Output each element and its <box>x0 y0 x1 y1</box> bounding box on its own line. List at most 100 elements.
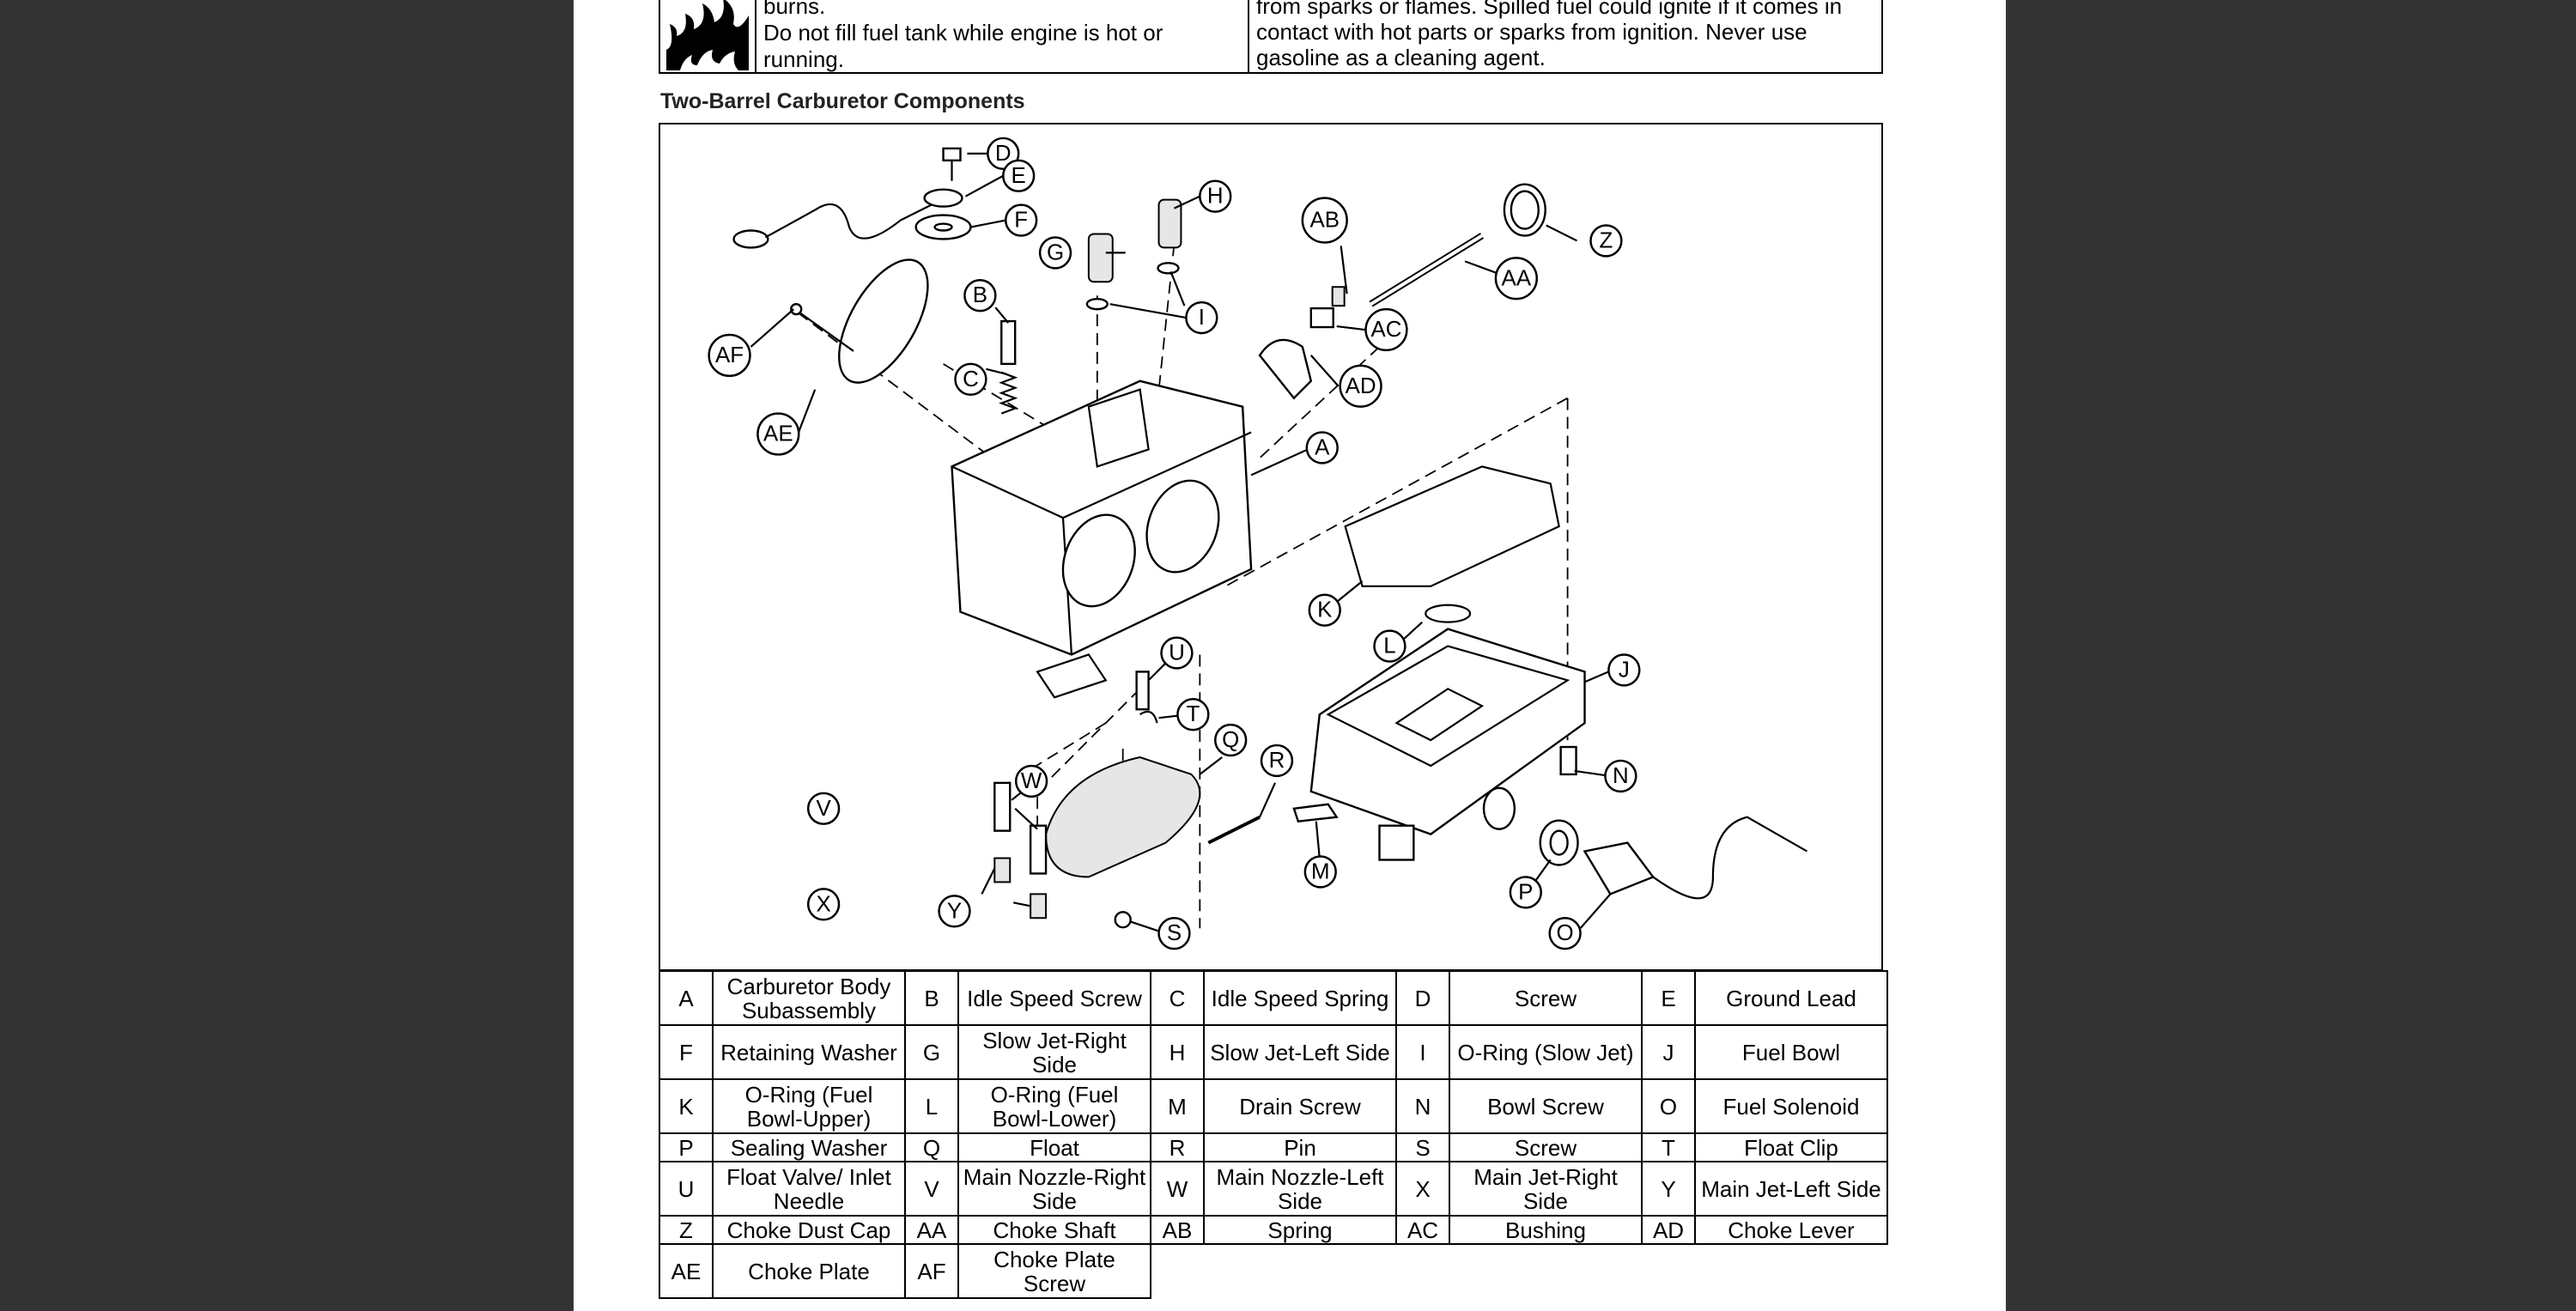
choke-shaft-assembly <box>1258 183 1546 400</box>
fuel-solenoid-part <box>1539 816 1808 900</box>
document-page: burns. Do not fill fuel tank while engin… <box>574 0 2006 1311</box>
legend-key: K <box>659 1078 714 1134</box>
warning-icon-cell <box>660 0 756 72</box>
legend-key: S <box>1395 1132 1450 1162</box>
legend-value: Bushing <box>1449 1215 1643 1245</box>
callout-I-label: I <box>1199 306 1205 330</box>
legend-key: F <box>659 1024 714 1080</box>
callout-L: L <box>1373 629 1406 663</box>
legend-value: Drain Screw <box>1203 1078 1397 1134</box>
drain-screw-part <box>1292 803 1339 822</box>
callout-Q-label: Q <box>1222 728 1239 752</box>
callout-P-label: P <box>1518 880 1533 904</box>
legend-value: Ground Lead <box>1694 970 1888 1026</box>
legend-value: Carburetor Body Subassembly <box>712 970 906 1026</box>
legend-key: M <box>1150 1078 1205 1134</box>
callout-T-label: T <box>1186 702 1200 726</box>
callout-G: G <box>1038 236 1072 270</box>
warning-left-line2: Do not fill fuel tank while engine is ho… <box>763 20 1163 72</box>
callout-V: V <box>806 792 841 825</box>
legend-key: AB <box>1150 1215 1205 1245</box>
callout-AD: AD <box>1339 364 1382 408</box>
exploded-diagram: D E F H G I AB AA Z AC AD AF B C AE A K … <box>659 123 1883 971</box>
legend-key: H <box>1150 1024 1205 1080</box>
callout-G-label: G <box>1047 240 1064 264</box>
callout-U-label: U <box>1169 640 1185 665</box>
callout-W-label: W <box>1021 769 1042 793</box>
legend-value: Main Nozzle-Left Side <box>1203 1161 1397 1217</box>
callout-C: C <box>954 362 987 396</box>
warning-left-text: burns. Do not fill fuel tank while engin… <box>756 0 1249 72</box>
legend-row: P Sealing Washer Q Float R Pin S Screw T… <box>659 1132 1888 1162</box>
float-assembly <box>1045 671 1261 878</box>
legend-key: N <box>1395 1078 1450 1134</box>
legend-value: Idle Speed Screw <box>957 970 1151 1026</box>
legend-value: Retaining Washer <box>712 1024 906 1080</box>
gasket-part <box>1344 465 1560 587</box>
legend-value: O-Ring (Slow Jet) <box>1449 1024 1643 1080</box>
legend-value: O-Ring (Fuel Bowl-Upper) <box>712 1078 906 1134</box>
callout-R: R <box>1260 744 1294 778</box>
legend-value: Spring <box>1203 1215 1397 1245</box>
legend-key: O <box>1641 1078 1696 1134</box>
legend-value: Choke Dust Cap <box>712 1215 906 1245</box>
callout-J: J <box>1607 653 1641 687</box>
callout-AC: AC <box>1364 307 1408 352</box>
legend-row: A Carburetor Body Subassembly B Idle Spe… <box>659 970 1888 1026</box>
legend-value: Fuel Solenoid <box>1694 1078 1888 1134</box>
slow-jets <box>1085 198 1182 311</box>
legend-key: Y <box>1641 1161 1696 1217</box>
callout-Z-label: Z <box>1600 228 1613 252</box>
legend-value: Choke Plate Screw <box>957 1243 1151 1299</box>
legend-key: AF <box>904 1243 959 1299</box>
callout-F-label: F <box>1014 209 1028 233</box>
carburetor-body-part <box>951 379 1253 699</box>
callout-M-label: M <box>1311 859 1330 883</box>
legend-key: D <box>1395 970 1450 1026</box>
callout-A-label: A <box>1315 435 1330 459</box>
callout-M: M <box>1303 855 1337 889</box>
legend-value: O-Ring (Fuel Bowl-Lower) <box>957 1078 1151 1134</box>
legend-value: Screw <box>1449 970 1643 1026</box>
callout-C-label: C <box>963 367 979 391</box>
legend-key: U <box>659 1161 714 1217</box>
legend-key: I <box>1395 1024 1450 1080</box>
callout-AB-label: AB <box>1309 209 1340 233</box>
legend-value: Pin <box>1203 1132 1397 1162</box>
fire-hazard-icon <box>666 0 749 70</box>
callout-AA: AA <box>1494 257 1538 300</box>
legend-value: Slow Jet-Right Side <box>957 1024 1151 1080</box>
callout-X: X <box>806 888 841 921</box>
legend-key: E <box>1641 970 1696 1026</box>
legend-value: Main Nozzle-Right Side <box>957 1161 1151 1217</box>
legend-key: AA <box>904 1215 959 1245</box>
legend-key: X <box>1395 1161 1450 1217</box>
legend-key: G <box>904 1024 959 1080</box>
callout-S-label: S <box>1167 921 1182 945</box>
legend-key: Z <box>659 1215 714 1245</box>
legend-row: Z Choke Dust Cap AA Choke Shaft AB Sprin… <box>659 1215 1888 1245</box>
callout-Y: Y <box>938 895 971 928</box>
legend-row: AE Choke Plate AF Choke Plate Screw <box>659 1243 1887 1299</box>
legend-empty-cell <box>1151 1244 1887 1298</box>
legend-value: Choke Shaft <box>957 1215 1151 1245</box>
callout-AC-label: AC <box>1370 318 1401 342</box>
main-jets-nozzles <box>993 781 1132 929</box>
carburetor-exploded-view: D E F H G I AB AA Z AC AD AF B C AE A K … <box>708 137 1808 950</box>
legend-key: L <box>904 1078 959 1134</box>
callout-H-label: H <box>1207 185 1224 209</box>
callout-F: F <box>1005 203 1038 237</box>
callout-AE: AE <box>756 412 800 456</box>
legend-key: V <box>904 1161 959 1217</box>
callout-N: N <box>1604 759 1637 793</box>
callout-B: B <box>963 279 997 313</box>
legend-key: J <box>1641 1024 1696 1080</box>
legend-value: Screw <box>1449 1132 1643 1162</box>
legend-value: Main Jet-Left Side <box>1694 1161 1888 1217</box>
callout-E: E <box>1002 159 1036 192</box>
legend-value: Float <box>957 1132 1151 1162</box>
legend-value: Choke Plate <box>712 1243 906 1299</box>
callout-V-label: V <box>816 797 831 821</box>
legend-key: AD <box>1641 1215 1696 1245</box>
legend-value: Main Jet-Right Side <box>1449 1161 1643 1217</box>
